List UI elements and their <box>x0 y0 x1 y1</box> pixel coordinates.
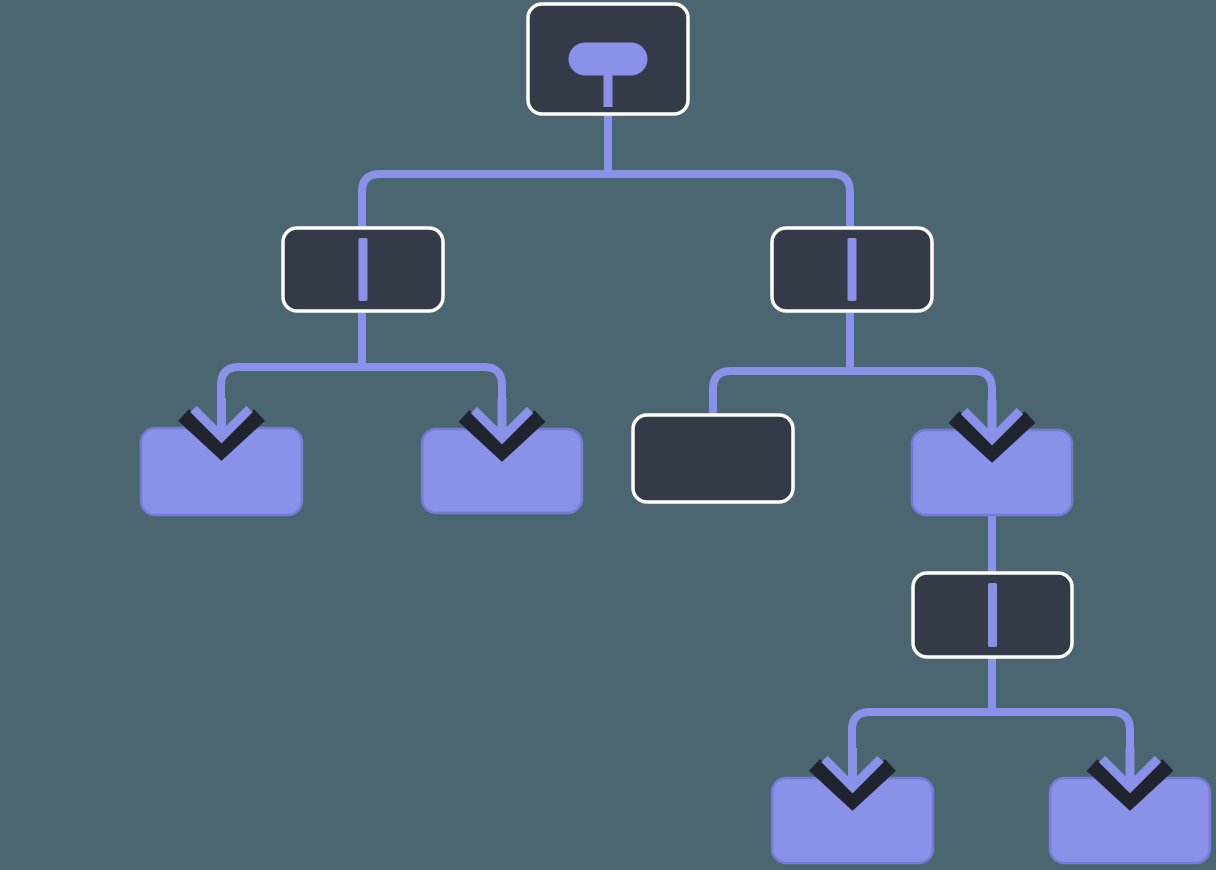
root-pill-icon <box>568 42 648 76</box>
passthrough-line <box>988 583 997 647</box>
edge-right-split[interactable] <box>709 367 996 438</box>
arrow-back-chevron <box>1086 759 1174 811</box>
tree-node-branch-lower[interactable] <box>911 571 1074 659</box>
arrow-front-chevron <box>190 405 253 444</box>
edge-top-split[interactable] <box>358 170 854 250</box>
arrow-down-icon <box>178 398 265 461</box>
edge-bottom-split[interactable] <box>848 708 1134 786</box>
passthrough-line <box>847 238 857 301</box>
arrow-front-chevron <box>960 407 1024 446</box>
arrow-back-chevron <box>809 759 896 811</box>
arrow-down-icon <box>809 748 896 811</box>
edge-left-split[interactable] <box>217 363 506 437</box>
arrow-down-icon <box>458 399 546 462</box>
arrow-down-icon <box>948 400 1036 463</box>
arrow-back-chevron <box>178 409 265 461</box>
tree-node-branch-right[interactable] <box>770 226 934 313</box>
tree-node-node-plain[interactable] <box>631 413 795 504</box>
arrow-front-chevron <box>470 406 534 445</box>
root-pill-stem <box>603 59 613 107</box>
tree-node-root[interactable] <box>526 2 690 116</box>
passthrough-line <box>358 238 368 301</box>
arrow-front-chevron <box>821 755 884 794</box>
tree-node-branch-left[interactable] <box>281 226 445 313</box>
arrow-down-icon <box>1086 748 1174 811</box>
arrow-front-chevron <box>1098 755 1162 794</box>
node-shape <box>631 413 795 504</box>
arrow-back-chevron <box>458 410 546 462</box>
arrow-back-chevron <box>948 411 1036 463</box>
